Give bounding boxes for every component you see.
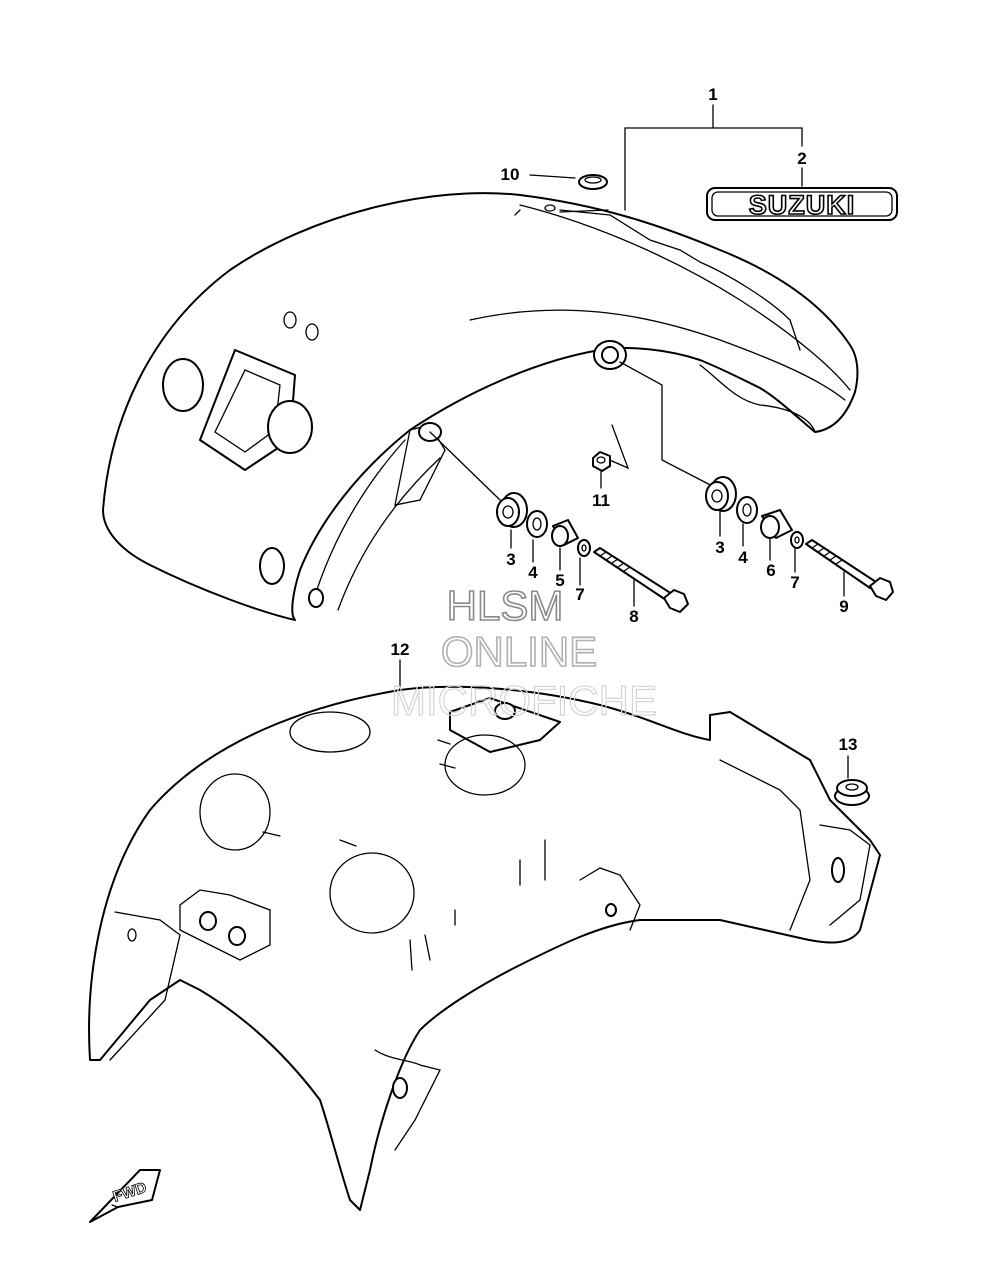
fwd-arrow-icon: FWD bbox=[89, 1169, 161, 1223]
callout-3b: 3 bbox=[715, 538, 724, 557]
callout-labels: 1 2 3 4 5 7 8 3 4 6 7 9 10 11 12 13 bbox=[391, 85, 858, 754]
hardware-right bbox=[705, 476, 894, 601]
nut-part-11 bbox=[592, 451, 611, 489]
watermark: HLSM ONLINE MICROFICHE bbox=[390, 581, 657, 724]
callout-12: 12 bbox=[391, 640, 410, 659]
callout-2: 2 bbox=[797, 149, 806, 168]
callout-5: 5 bbox=[555, 571, 564, 590]
watermark-line-1: HLSM bbox=[447, 582, 564, 629]
grommet-part-13 bbox=[834, 755, 870, 806]
callout-10: 10 bbox=[501, 165, 520, 184]
callout-7b: 7 bbox=[790, 573, 799, 592]
callout-7a: 7 bbox=[575, 585, 584, 604]
emblem-text: SUZUKI bbox=[749, 190, 856, 220]
suzuki-emblem: SUZUKI bbox=[706, 167, 898, 221]
callout-3a: 3 bbox=[506, 550, 515, 569]
rear-fender-upper bbox=[102, 104, 859, 621]
callout-9: 9 bbox=[839, 597, 848, 616]
watermark-line-2: ONLINE bbox=[441, 628, 597, 675]
watermark-line-3: MICROFICHE bbox=[391, 677, 657, 724]
callout-6: 6 bbox=[766, 561, 775, 580]
hardware-left bbox=[496, 492, 689, 613]
callout-11: 11 bbox=[592, 491, 610, 510]
callout-1: 1 bbox=[708, 85, 717, 104]
clip-part-10 bbox=[529, 174, 608, 190]
callout-13: 13 bbox=[839, 735, 858, 754]
callout-8: 8 bbox=[629, 607, 638, 626]
inner-fender-lower bbox=[88, 659, 881, 1211]
callout-4b: 4 bbox=[738, 548, 748, 567]
callout-4a: 4 bbox=[528, 563, 538, 582]
